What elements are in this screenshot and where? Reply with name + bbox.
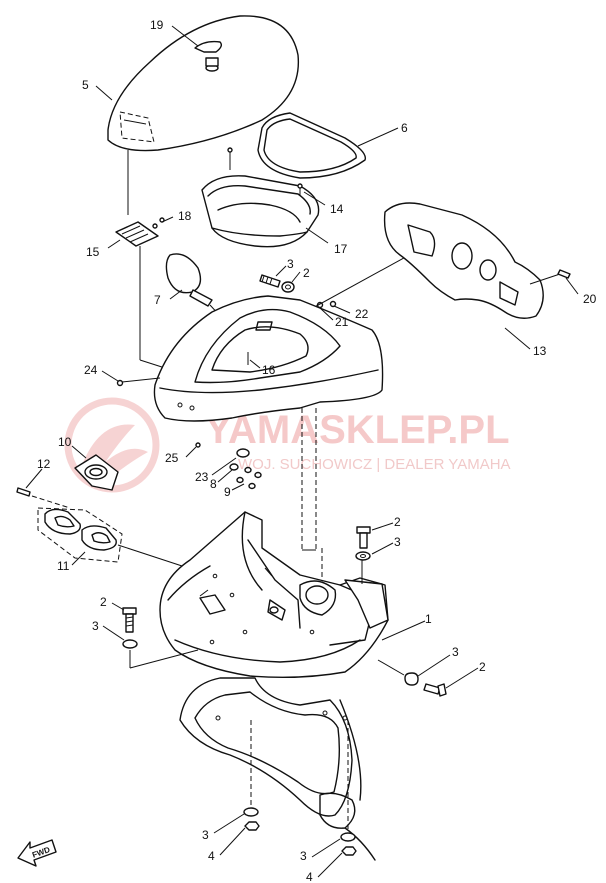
callout-3-right: 3 [394,535,401,549]
part-screw-12 [16,487,71,509]
part-front-cover [159,511,389,679]
part-knob [194,40,223,72]
callout-17: 17 [334,242,348,256]
callout-4-bottom-right: 4 [306,870,313,883]
callout-2-right: 2 [394,515,401,529]
callout-15: 15 [86,245,100,259]
part-storage-bucket [201,147,320,248]
part-side-bracket [321,548,389,629]
part-seat-cover [107,15,300,152]
part-center-console [116,295,384,551]
watermark-subline: WOJ. SUCHOWICZ | DEALER YAMAHA [238,456,511,473]
part-lower-shell [179,677,376,861]
callout-3-bottom-left: 3 [202,828,209,842]
part-upper-screw [259,274,295,293]
part-hinge [115,150,166,369]
part-fasteners-23-8-9 [195,442,262,490]
part-right-screw-washer [355,526,447,697]
callout-4-bottom-left: 4 [208,849,215,863]
leader-lines [25,25,579,878]
callout-3-lower-right: 3 [452,645,459,659]
callout-3-bottom-right: 3 [300,849,307,863]
callout-3-left: 3 [92,619,99,633]
callout-13: 13 [533,344,547,358]
callout-2-upper: 2 [303,266,310,280]
callout-22: 22 [355,307,369,321]
watermark: YAMASKLEP.PL WOJ. SUCHOWICZ | DEALER YAM… [64,397,511,493]
callout-19: 19 [150,18,164,32]
fwd-arrow: FWD [17,839,57,867]
callout-14: 14 [330,202,344,216]
callout-labels: 19 5 6 14 18 15 17 3 2 7 20 22 21 13 16 … [37,18,597,883]
part-dashboard-panel [383,202,561,319]
part-left-screw-washer [122,607,199,669]
callout-5: 5 [82,78,89,92]
callout-23: 23 [195,470,209,484]
callout-7: 7 [154,293,161,307]
part-vent-grilles [37,507,241,586]
part-gasket [257,112,367,179]
callout-18: 18 [178,209,192,223]
callout-20: 20 [583,292,597,306]
callout-2-lower-right: 2 [479,660,486,674]
callout-12: 12 [37,457,51,471]
part-bottom-nuts [243,720,357,856]
callout-8: 8 [210,477,217,491]
callout-1: 1 [425,612,432,626]
part-screw-20 [557,269,571,279]
watermark-brand: YAMASKLEP.PL [205,408,510,452]
callout-9: 9 [224,485,231,499]
callout-11: 11 [57,559,70,573]
callout-16: 16 [262,363,276,377]
callout-6: 6 [401,121,408,135]
callout-2-left: 2 [100,595,107,609]
part-vent [74,454,119,491]
callout-24: 24 [84,363,98,377]
callout-10: 10 [58,435,72,449]
callout-25: 25 [165,451,179,465]
callout-21: 21 [335,315,349,329]
callout-3-upper: 3 [287,257,294,271]
part-mirror [165,253,223,319]
part-small-screws [299,247,423,316]
